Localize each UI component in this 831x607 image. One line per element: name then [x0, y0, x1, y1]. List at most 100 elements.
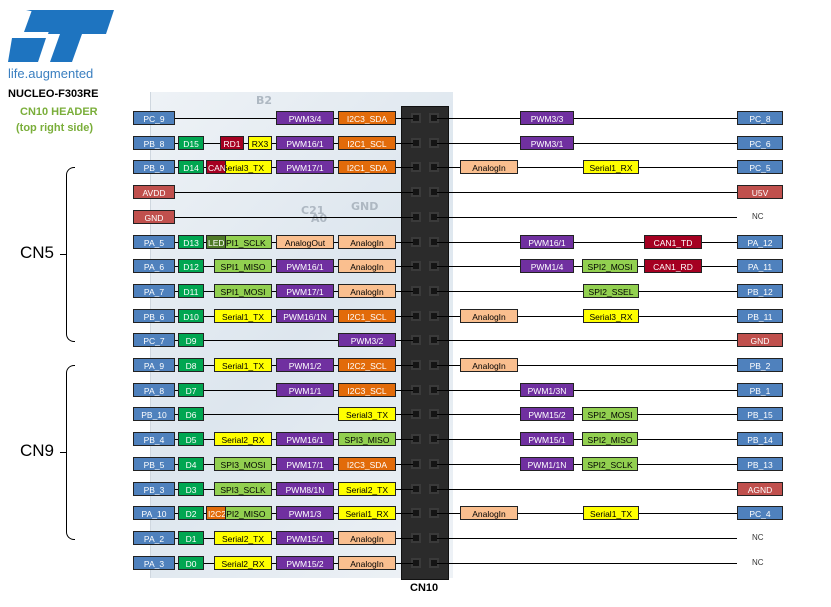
pin-label: Serial1_RX	[583, 160, 639, 174]
pin-label: PWM3/2	[338, 333, 396, 347]
pin-label: PWM1/4	[520, 259, 574, 273]
pin-label: I2C3_SDA	[338, 457, 396, 471]
pin-label: SPI2_SSEL	[583, 284, 639, 298]
pin-label: PB_4	[133, 432, 175, 446]
pin-wire	[437, 217, 737, 218]
pin-label: I2C3_SCL	[338, 383, 396, 397]
pin-label: PWM3/1	[520, 136, 574, 150]
pin-label: SPI1_MOSI	[214, 284, 272, 298]
pin-label: PC_6	[737, 136, 783, 150]
pin-wire	[133, 365, 413, 366]
pin-label: D13	[178, 235, 204, 249]
pin-label: D1	[178, 531, 204, 545]
group-bracket	[66, 365, 75, 540]
pin-label: PWM3/4	[276, 111, 334, 125]
pin-label: D5	[178, 432, 204, 446]
pin-label: Serial3_RX	[583, 309, 639, 323]
pin-wire	[437, 242, 737, 243]
pin-label: AnalogIn	[338, 556, 396, 570]
pin-wire	[437, 365, 737, 366]
pin-wire	[133, 143, 413, 144]
pin-label: AnalogIn	[338, 259, 396, 273]
pin-wire	[437, 143, 737, 144]
pin-label: D3	[178, 482, 204, 496]
pin-wire	[133, 390, 413, 391]
pin-label: Serial1_RX	[338, 506, 396, 520]
pin-label: PWM15/2	[520, 407, 574, 421]
pin-wire	[437, 563, 737, 564]
pin-wire	[133, 118, 413, 119]
pin-label: PB_2	[737, 358, 783, 372]
pin-label: D8	[178, 358, 204, 372]
pin-wire	[133, 464, 413, 465]
pin-label: PC_8	[737, 111, 783, 125]
pin-label: D9	[178, 333, 204, 347]
pin-label: PWM1/1	[276, 383, 334, 397]
pin-wire	[133, 489, 413, 490]
cn10-header	[401, 106, 449, 580]
pin-label: PB_1	[737, 383, 783, 397]
pin-label: AnalogIn	[338, 235, 396, 249]
pin-label: D6	[178, 407, 204, 421]
pin-label: Serial2_RX	[214, 556, 272, 570]
pin-label: PB_15	[737, 407, 783, 421]
pin-label: PB_5	[133, 457, 175, 471]
pin-label: PWM1/1N	[520, 457, 574, 471]
pin-label: PB_10	[133, 407, 175, 421]
pin-label: PA_7	[133, 284, 175, 298]
pin-label: PC_9	[133, 111, 175, 125]
nc-label: NC	[752, 212, 764, 221]
pin-label: D0	[178, 556, 204, 570]
group-label: CN9	[20, 440, 55, 460]
pin-label: RD1	[220, 136, 244, 150]
pin-label: PWM8/1N	[276, 482, 334, 496]
pin-label: I2C2_SDA	[206, 506, 226, 520]
pin-label: AnalogIn	[460, 358, 518, 372]
pin-label: Serial2_TX	[338, 482, 396, 496]
pin-wire	[133, 242, 413, 243]
pin-label: PA_9	[133, 358, 175, 372]
pin-label: PC_7	[133, 333, 175, 347]
pin-label: AVDD	[133, 185, 175, 199]
pin-wire	[133, 513, 413, 514]
pin-label: D4	[178, 457, 204, 471]
pin-label: PWM1/3N	[520, 383, 574, 397]
pin-label: PWM1/2	[276, 358, 334, 372]
pin-label: Serial1_TX	[214, 309, 272, 323]
pin-label: PA_11	[737, 259, 783, 273]
pin-label: SPI2_MOSI	[582, 259, 638, 273]
st-logo-icon	[8, 10, 114, 62]
pin-label: PWM15/1	[520, 432, 574, 446]
header-subtitle: CN10 HEADER	[20, 106, 98, 118]
pin-label: PA_8	[133, 383, 175, 397]
pin-label: AnalogIn	[460, 160, 518, 174]
pin-label: SPI3_MOSI	[214, 457, 272, 471]
pin-label: PB_6	[133, 309, 175, 323]
pin-label: I2C1_SCL	[338, 309, 396, 323]
pin-label: PWM16/1	[276, 136, 334, 150]
pin-label: PA_3	[133, 556, 175, 570]
pin-label: PWM16/1	[276, 432, 334, 446]
cn10-label: CN10	[410, 582, 439, 594]
pin-label: Serial3_TX	[338, 407, 396, 421]
pin-label: Serial1_TX	[214, 358, 272, 372]
pin-label: PB_9	[133, 160, 175, 174]
pin-wire	[437, 118, 737, 119]
pin-label: PA_10	[133, 506, 175, 520]
pin-label: CAN1_TD	[206, 160, 226, 174]
pin-label: PB_3	[133, 482, 175, 496]
pin-label: GND	[133, 210, 175, 224]
pin-label: SPI2_MOSI	[582, 407, 638, 421]
nc-label: NC	[752, 533, 764, 542]
pin-wire	[133, 563, 413, 564]
header-location: (top right side)	[16, 122, 93, 134]
pin-label: I2C2_SCL	[338, 358, 396, 372]
nc-label: NC	[752, 558, 764, 567]
pin-label: GND	[737, 333, 783, 347]
pin-label: LED1	[206, 235, 226, 249]
pin-wire	[437, 192, 737, 193]
pin-label: D10	[178, 309, 204, 323]
pin-wire	[133, 192, 413, 193]
pin-label: PC_5	[737, 160, 783, 174]
